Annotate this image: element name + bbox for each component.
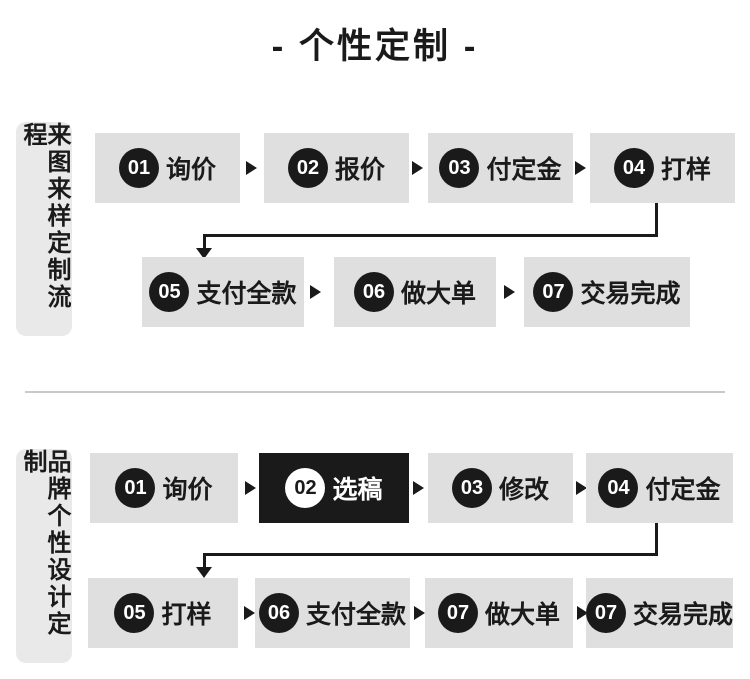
page-title: - 个性定制 - [271, 27, 479, 66]
step-label: 做大单 [400, 280, 476, 308]
arrow-right-icon [575, 161, 586, 175]
step-label: 支付全款 [196, 280, 297, 308]
connector-line [203, 553, 206, 569]
step-label: 打样 [161, 601, 212, 629]
step-number-badge: 06 [258, 593, 299, 633]
section-1-label: 来图来样定制流程 [19, 122, 70, 311]
arrow-right-icon [577, 606, 588, 620]
step-number-badge: 01 [118, 148, 159, 188]
step-box-s2-06: 06 支付全款 [255, 578, 410, 648]
arrow-right-icon [413, 481, 424, 495]
arrow-right-icon [414, 606, 425, 620]
step-number-badge: 04 [613, 148, 654, 188]
step-number-badge: 05 [149, 272, 190, 312]
step-box-s1-03: 03 付定金 [428, 133, 573, 203]
step-number-badge: 03 [439, 148, 480, 188]
step-label: 交易完成 [580, 280, 681, 308]
arrow-down-icon [196, 567, 212, 578]
step-label: 打样 [660, 156, 711, 184]
arrow-down-icon [196, 248, 212, 259]
step-label: 询价 [162, 476, 213, 504]
connector-line [203, 553, 658, 556]
step-box-s2-04: 04 付定金 [586, 453, 733, 523]
arrow-right-icon [504, 285, 515, 299]
arrow-right-icon [412, 161, 423, 175]
step-number-badge: 07 [437, 593, 478, 633]
step-box-s1-05: 05 支付全款 [142, 257, 304, 327]
step-label: 做大单 [484, 601, 560, 629]
connector-line [655, 203, 658, 237]
step-box-s1-07: 07 交易完成 [524, 257, 690, 327]
step-label: 付定金 [645, 476, 721, 504]
step-number-badge: 06 [353, 272, 394, 312]
step-box-s2-01: 01 询价 [90, 453, 238, 523]
step-box-s1-02: 02 报价 [264, 133, 409, 203]
step-box-s1-06: 06 做大单 [334, 257, 496, 327]
step-box-s2-07: 07 做大单 [425, 578, 573, 648]
step-box-s2-03: 03 修改 [428, 453, 573, 523]
section-1-label-pill: 来图来样定制流程 [16, 122, 72, 336]
arrow-right-icon [576, 481, 587, 495]
step-label: 询价 [165, 156, 216, 184]
step-number-badge: 04 [598, 468, 639, 508]
connector-line [203, 234, 658, 237]
step-box-s2-02-selected: 02 选稿 [259, 453, 409, 523]
section-2-label-pill: 品牌个性设计定制 [16, 449, 72, 663]
arrow-right-icon [310, 285, 321, 299]
section-divider [25, 391, 725, 393]
step-number-badge: 07 [533, 272, 574, 312]
step-number-badge: 07 [586, 593, 626, 633]
step-number-badge: 05 [114, 593, 155, 633]
step-box-s2-08: 07 交易完成 [586, 578, 733, 648]
step-label: 付定金 [486, 156, 562, 184]
arrow-right-icon [245, 481, 256, 495]
arrow-right-icon [244, 606, 255, 620]
step-box-s2-05: 05 打样 [88, 578, 238, 648]
step-label: 交易完成 [633, 601, 734, 629]
arrow-right-icon [246, 161, 257, 175]
connector-line [203, 234, 206, 250]
step-box-s1-04: 04 打样 [590, 133, 735, 203]
step-label: 修改 [498, 476, 549, 504]
step-label: 支付全款 [305, 601, 406, 629]
step-number-badge: 03 [451, 468, 492, 508]
section-2-label: 品牌个性设计定制 [19, 449, 70, 638]
step-number-badge: 02 [287, 148, 328, 188]
step-number-badge: 02 [285, 468, 326, 508]
step-number-badge: 01 [115, 468, 156, 508]
step-box-s1-01: 01 询价 [95, 133, 240, 203]
connector-line [655, 523, 658, 556]
step-label: 报价 [334, 156, 385, 184]
step-label: 选稿 [332, 476, 383, 504]
